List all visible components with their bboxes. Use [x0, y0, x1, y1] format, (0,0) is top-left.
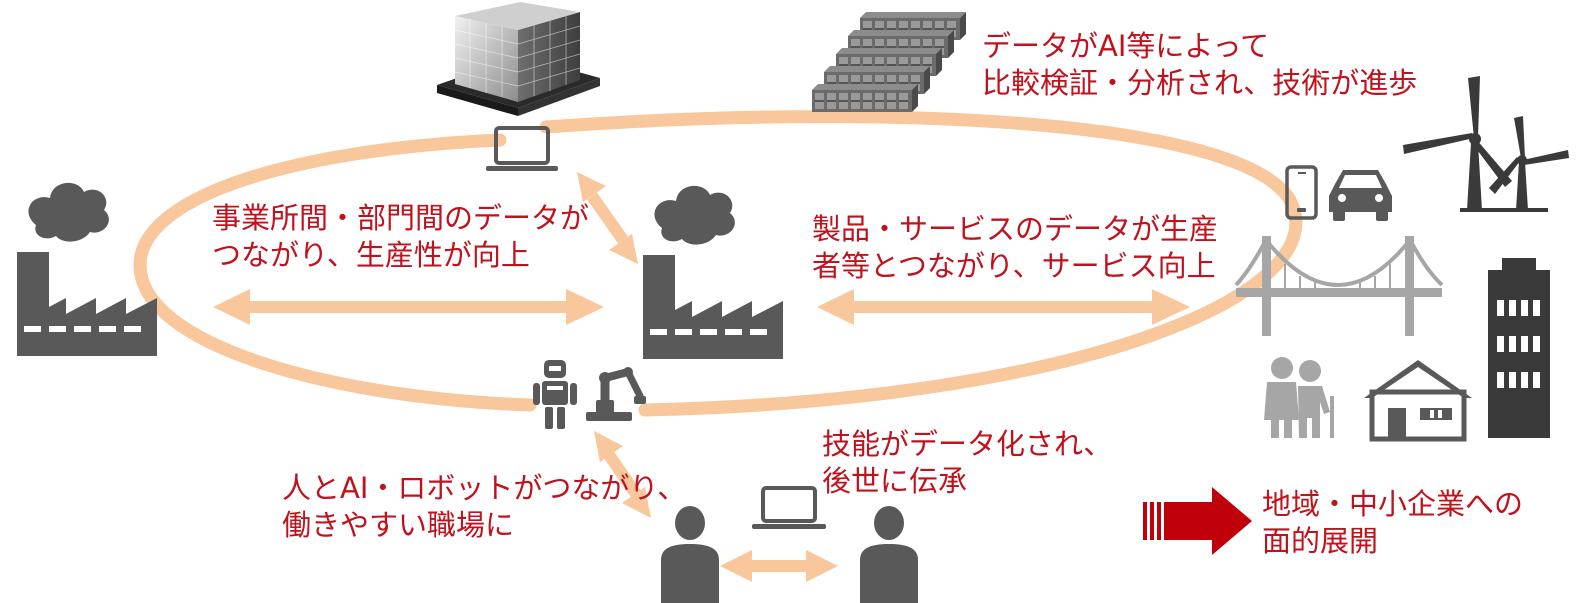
- worker-right-icon: [860, 506, 918, 603]
- arrow-laptop-to-factory: [577, 172, 638, 264]
- laptop-top-icon: [486, 126, 558, 171]
- wind-turbines-icon: [1403, 76, 1569, 212]
- humanoid-robot-icon: [533, 360, 577, 429]
- regional-rollout-label: 地域・中小企業への 面的展開: [1262, 487, 1524, 558]
- left-factory-icon: [17, 182, 157, 356]
- server-racks-icon: [812, 12, 966, 112]
- connection-loop: [133, 110, 1303, 417]
- elderly-couple-icon: [1264, 357, 1334, 438]
- skill-transfer-label: 技能がデータ化され、 後世に伝承: [822, 427, 1113, 498]
- robot-arm-icon: [586, 367, 646, 421]
- product-service-label: 製品・サービスのデータが生産 者等とつながり、サービス向上: [812, 212, 1219, 283]
- hq-building-icon: [437, 2, 600, 116]
- house-icon: [1364, 360, 1472, 442]
- site-connection-label: 事業所間・部門間のデータが つながり、生産性が向上: [212, 201, 590, 272]
- arrow-factory-to-factory: [213, 289, 604, 325]
- car-icon: [1329, 170, 1392, 221]
- smartphone-icon: [1285, 165, 1318, 220]
- ai-analysis-label: データがAI等によって 比較検証・分析され、技術が進歩: [982, 29, 1418, 100]
- human-ai-robot-label: 人とAI・ロボットがつながり、 働きやすい職場に: [282, 471, 687, 542]
- center-factory-icon: [643, 185, 783, 359]
- worker-left-icon: [661, 506, 719, 603]
- apartment-building-icon: [1488, 258, 1550, 438]
- regional-rollout-arrow-icon: [1143, 487, 1252, 555]
- suspension-bridge-icon: [1234, 236, 1444, 336]
- arrow-factory-to-society: [817, 289, 1190, 325]
- laptop-bottom-icon: [752, 486, 826, 529]
- arrow-robot-to-worker: [594, 431, 651, 518]
- arrow-worker-to-worker: [720, 550, 838, 582]
